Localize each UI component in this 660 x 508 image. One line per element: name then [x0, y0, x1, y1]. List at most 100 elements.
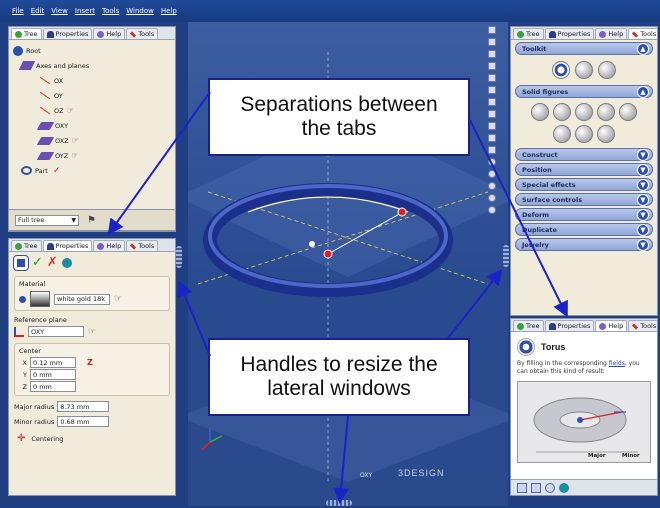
zoom-out-icon[interactable]	[488, 182, 496, 190]
tree-item-oxy[interactable]: OXY	[13, 118, 171, 133]
tab-properties[interactable]: Properties	[42, 240, 93, 251]
help-icon	[97, 30, 105, 38]
view-bottom-icon[interactable]	[488, 62, 496, 70]
center-x-field[interactable]: 0.12 mm	[30, 357, 76, 368]
menu-tools[interactable]: Tools	[101, 7, 120, 15]
material-label: Material	[19, 280, 46, 288]
camera-tool-icon[interactable]	[598, 61, 616, 79]
section-special-effects[interactable]: Special effects▼	[515, 178, 653, 191]
hand-icon[interactable]: ☞	[114, 294, 123, 304]
tree-item-axes-and-planes[interactable]: Axes and planes	[13, 58, 171, 73]
menu-window[interactable]: Window	[126, 7, 154, 15]
reference-plane-field[interactable]: OXY	[28, 326, 84, 337]
grid-icon[interactable]	[488, 146, 496, 154]
torus-shape-icon[interactable]	[553, 103, 571, 121]
axis-line-icon	[39, 91, 51, 100]
tab-tree[interactable]: Tree	[513, 320, 544, 331]
view-top-icon[interactable]	[488, 50, 496, 58]
section-solid-figures[interactable]: Solid figures▲	[515, 85, 653, 98]
tab-tools[interactable]: Tools	[126, 240, 159, 251]
left-resize-handle[interactable]	[176, 246, 182, 268]
chevron-down-icon: ▼	[637, 163, 649, 176]
section-construct[interactable]: Construct▼	[515, 148, 653, 161]
tree-item-part[interactable]: Part✓	[13, 163, 171, 178]
help-home-icon[interactable]	[517, 482, 527, 493]
help-about-icon[interactable]	[559, 482, 569, 493]
material-radio[interactable]	[19, 295, 26, 303]
section-toolkit[interactable]: Toolkit▲	[515, 42, 653, 55]
help-search-icon[interactable]	[545, 482, 555, 493]
view-front-icon[interactable]	[488, 26, 496, 34]
view-back-icon[interactable]	[488, 38, 496, 46]
pencil-tool-icon[interactable]	[575, 61, 593, 79]
tab-properties[interactable]: Properties	[544, 320, 595, 331]
tab-tools[interactable]: Tools	[126, 28, 159, 39]
fit-view-icon[interactable]	[488, 158, 496, 166]
chevron-down-icon: ▼	[637, 223, 649, 236]
zoom-in-icon[interactable]	[488, 170, 496, 178]
tab-tools[interactable]: Tools	[628, 320, 657, 331]
cancel-button[interactable]: ✗	[46, 255, 58, 270]
wireframe-icon[interactable]	[488, 134, 496, 142]
cone-icon[interactable]	[575, 103, 593, 121]
filter-icon[interactable]: ⚑	[87, 214, 96, 226]
menu-file[interactable]: File	[12, 7, 24, 15]
tree-item-oxz[interactable]: OXZ☞	[13, 133, 171, 148]
tab-help[interactable]: Help	[93, 240, 126, 251]
tree-item-ox[interactable]: OX	[13, 73, 171, 88]
centering-button[interactable]: ✛ Centering	[17, 433, 64, 444]
tab-properties[interactable]: Properties	[42, 28, 93, 39]
minor-radius-field[interactable]: 0.68 mm	[57, 416, 110, 427]
menu-view[interactable]: View	[51, 7, 68, 15]
view-left-icon[interactable]	[488, 74, 496, 82]
shading-icon[interactable]	[488, 122, 496, 130]
tab-help[interactable]: Help	[595, 28, 628, 39]
view-iso-icon[interactable]	[488, 98, 496, 106]
tree-item-oy[interactable]: OY	[13, 88, 171, 103]
tab-tree[interactable]: Tree	[11, 240, 42, 251]
center-z-field[interactable]: 0 mm	[30, 381, 76, 392]
section-position[interactable]: Position▼	[515, 163, 653, 176]
tree-item-oyz[interactable]: OYZ☞	[13, 148, 171, 163]
pyramid-icon[interactable]	[597, 125, 615, 143]
zoom-window-icon[interactable]	[488, 194, 496, 202]
material-field[interactable]: white gold 18k	[54, 293, 110, 305]
cube-icon[interactable]	[619, 103, 637, 121]
pan-icon[interactable]	[488, 206, 496, 214]
menu-help[interactable]: Help	[160, 7, 177, 15]
tree-item-root[interactable]: Root	[13, 43, 171, 58]
tab-help[interactable]: Help	[595, 320, 628, 331]
torus-tool-icon[interactable]	[552, 61, 570, 79]
bottom-resize-handle[interactable]	[326, 500, 352, 506]
hand-icon[interactable]: ☞	[88, 326, 97, 337]
section-jewelry[interactable]: Jewelry▼	[515, 238, 653, 251]
major-radius-field[interactable]: 8.73 mm	[57, 401, 110, 412]
validate-button[interactable]: ✓	[32, 255, 43, 270]
section-deform[interactable]: Deform▼	[515, 208, 653, 221]
center-y-field[interactable]: 0 mm	[30, 369, 76, 380]
section-duplicate[interactable]: Duplicate▼	[515, 223, 653, 236]
help-text: By filling in the corresponding fields, …	[517, 360, 640, 376]
tab-tools[interactable]: Tools	[628, 28, 657, 39]
view-right-icon[interactable]	[488, 86, 496, 94]
tube-icon[interactable]	[553, 125, 571, 143]
help-index-icon[interactable]	[531, 482, 541, 493]
tab-tree[interactable]: Tree	[11, 28, 42, 39]
tab-properties[interactable]: Properties	[544, 28, 595, 39]
menu-edit[interactable]: Edit	[30, 7, 45, 15]
help-button[interactable]	[61, 257, 72, 268]
tab-help[interactable]: Help	[93, 28, 126, 39]
tree-filter-select[interactable]: Full tree▼	[15, 214, 79, 226]
right-resize-handle[interactable]	[503, 245, 509, 267]
prism-icon[interactable]	[575, 125, 593, 143]
minor-radius-label: Minor radius	[14, 417, 55, 426]
tab-tree[interactable]: Tree	[513, 28, 544, 39]
section-surface-controls[interactable]: Surface controls▼	[515, 193, 653, 206]
fields-link[interactable]: fields	[608, 360, 625, 367]
render-icon[interactable]	[488, 110, 496, 118]
cylinder-icon[interactable]	[597, 103, 615, 121]
tools-icon	[632, 322, 639, 330]
sphere-icon[interactable]	[531, 103, 549, 121]
menu-insert[interactable]: Insert	[74, 7, 95, 15]
tree-item-oz[interactable]: OZ☞	[13, 103, 171, 118]
